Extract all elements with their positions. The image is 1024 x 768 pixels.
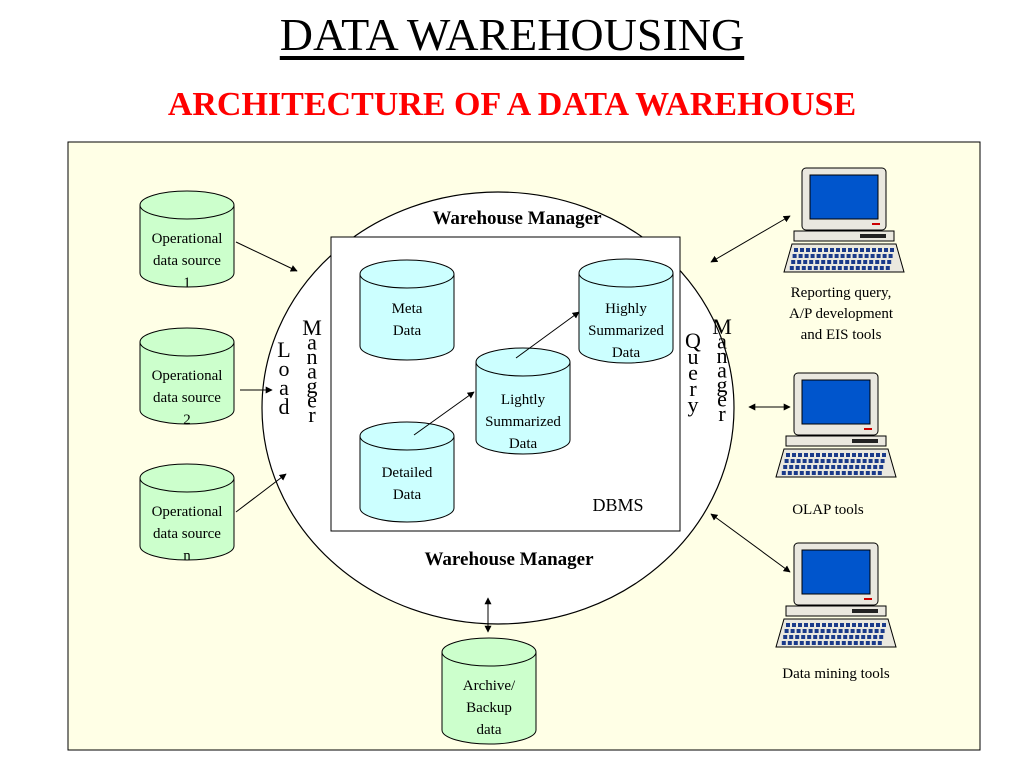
arrow-sourcen-to-load (235, 473, 287, 513)
tool-label-line: OLAP tools (792, 502, 864, 518)
lightly-summarized-data-cylinder-label-line: Summarized (485, 414, 561, 430)
page-title: DATA WAREHOUSING (279, 9, 745, 60)
operational-source-2-cylinder-label-line: 2 (183, 412, 191, 428)
vertical-letter: u (688, 344, 699, 369)
arrow-query-to-reporting (710, 215, 791, 263)
operational-source-2-cylinder: Operational data source 2 (139, 327, 235, 428)
query-manager-label-manager: Manager (712, 314, 732, 426)
vertical-letter: e (688, 360, 698, 385)
vertical-letter: Q (685, 328, 701, 353)
meta-data-cylinder-label-line: Meta (392, 301, 423, 317)
archive-backup-cylinder-label-line: data (477, 722, 502, 738)
warehouse-manager-top-label: Warehouse Manager (432, 208, 602, 229)
vertical-letter: M (302, 315, 322, 340)
detailed-data-cylinder-label-line: Detailed (382, 465, 433, 481)
highly-summarized-data-cylinder-label-line: Summarized (588, 323, 664, 339)
tool-label-line: A/P development (789, 306, 894, 322)
arrow-source1-to-load (235, 241, 298, 272)
operational-source-3-cylinder-label-line: data source (153, 526, 221, 542)
detailed-data-cylinder-label-line: Data (393, 487, 422, 503)
highly-summarized-data-cylinder-label-line: Data (612, 345, 641, 361)
operational-source-3-cylinder-label-line: n (183, 548, 191, 564)
vertical-letter: a (307, 330, 317, 355)
operational-source-2-cylinder-label-line: Operational (152, 368, 223, 384)
tool-label-line: Data mining tools (782, 666, 890, 682)
vertical-letter: a (279, 375, 289, 400)
data-mining-computer-icon (775, 542, 897, 648)
tool-label-line: Reporting query, (791, 285, 892, 301)
operational-source-1-cylinder: Operational data source 1 (139, 190, 235, 291)
operational-source-2-cylinder-label-line: data source (153, 390, 221, 406)
vertical-letter: g (307, 373, 318, 398)
operational-source-1-cylinder-label-line: 1 (183, 275, 191, 291)
operational-source-1-cylinder-label-line: data source (153, 253, 221, 269)
dbms-label: DBMS (592, 495, 643, 515)
arrow-lightly-to-highly (515, 311, 580, 359)
archive-backup-cylinder-label-line: Archive/ (463, 678, 516, 694)
load-manager-label-manager: Manager (302, 315, 322, 427)
tool-label-line: and EIS tools (801, 327, 882, 343)
warehouse-manager-bottom-label: Warehouse Manager (424, 549, 594, 570)
archive-backup-cylinder: Archive/Backup data (441, 637, 537, 745)
vertical-letter: n (717, 343, 728, 368)
vertical-letter: n (307, 344, 318, 369)
vertical-letter: L (277, 337, 290, 362)
operational-source-3-cylinder-label-line: Operational (152, 504, 223, 520)
vertical-letter: y (688, 392, 699, 417)
page-subtitle: ARCHITECTURE OF A DATA WAREHOUSE (167, 86, 857, 123)
olap-computer-icon (775, 372, 897, 478)
arrow-query-to-mining (710, 513, 791, 573)
vertical-letter: r (308, 402, 316, 427)
meta-data-cylinder-label-line: Data (393, 323, 422, 339)
highly-summarized-data-cylinder-label-line: Highly (605, 301, 647, 317)
archive-backup-cylinder-label-line: Backup (466, 700, 512, 716)
vertical-letter: a (717, 329, 727, 354)
vertical-letter: e (717, 387, 727, 412)
vertical-letter: o (279, 356, 290, 381)
vertical-letter: a (307, 359, 317, 384)
vertical-letter: M (712, 314, 732, 339)
reporting-computer-icon (783, 167, 905, 273)
operational-source-1-cylinder-label-line: Operational (152, 231, 223, 247)
lightly-summarized-data-cylinder-label-line: Lightly (501, 392, 546, 408)
vertical-letter: a (717, 358, 727, 383)
vertical-letter: e (307, 388, 317, 413)
vertical-letter: d (279, 394, 290, 419)
arrow-detailed-to-lightly (413, 391, 475, 436)
vertical-letter: g (717, 372, 728, 397)
vertical-letter: r (689, 376, 697, 401)
vertical-letter: r (718, 401, 726, 426)
operational-source-3-cylinder: Operational data source n (139, 463, 235, 564)
lightly-summarized-data-cylinder-label-line: Data (509, 436, 538, 452)
